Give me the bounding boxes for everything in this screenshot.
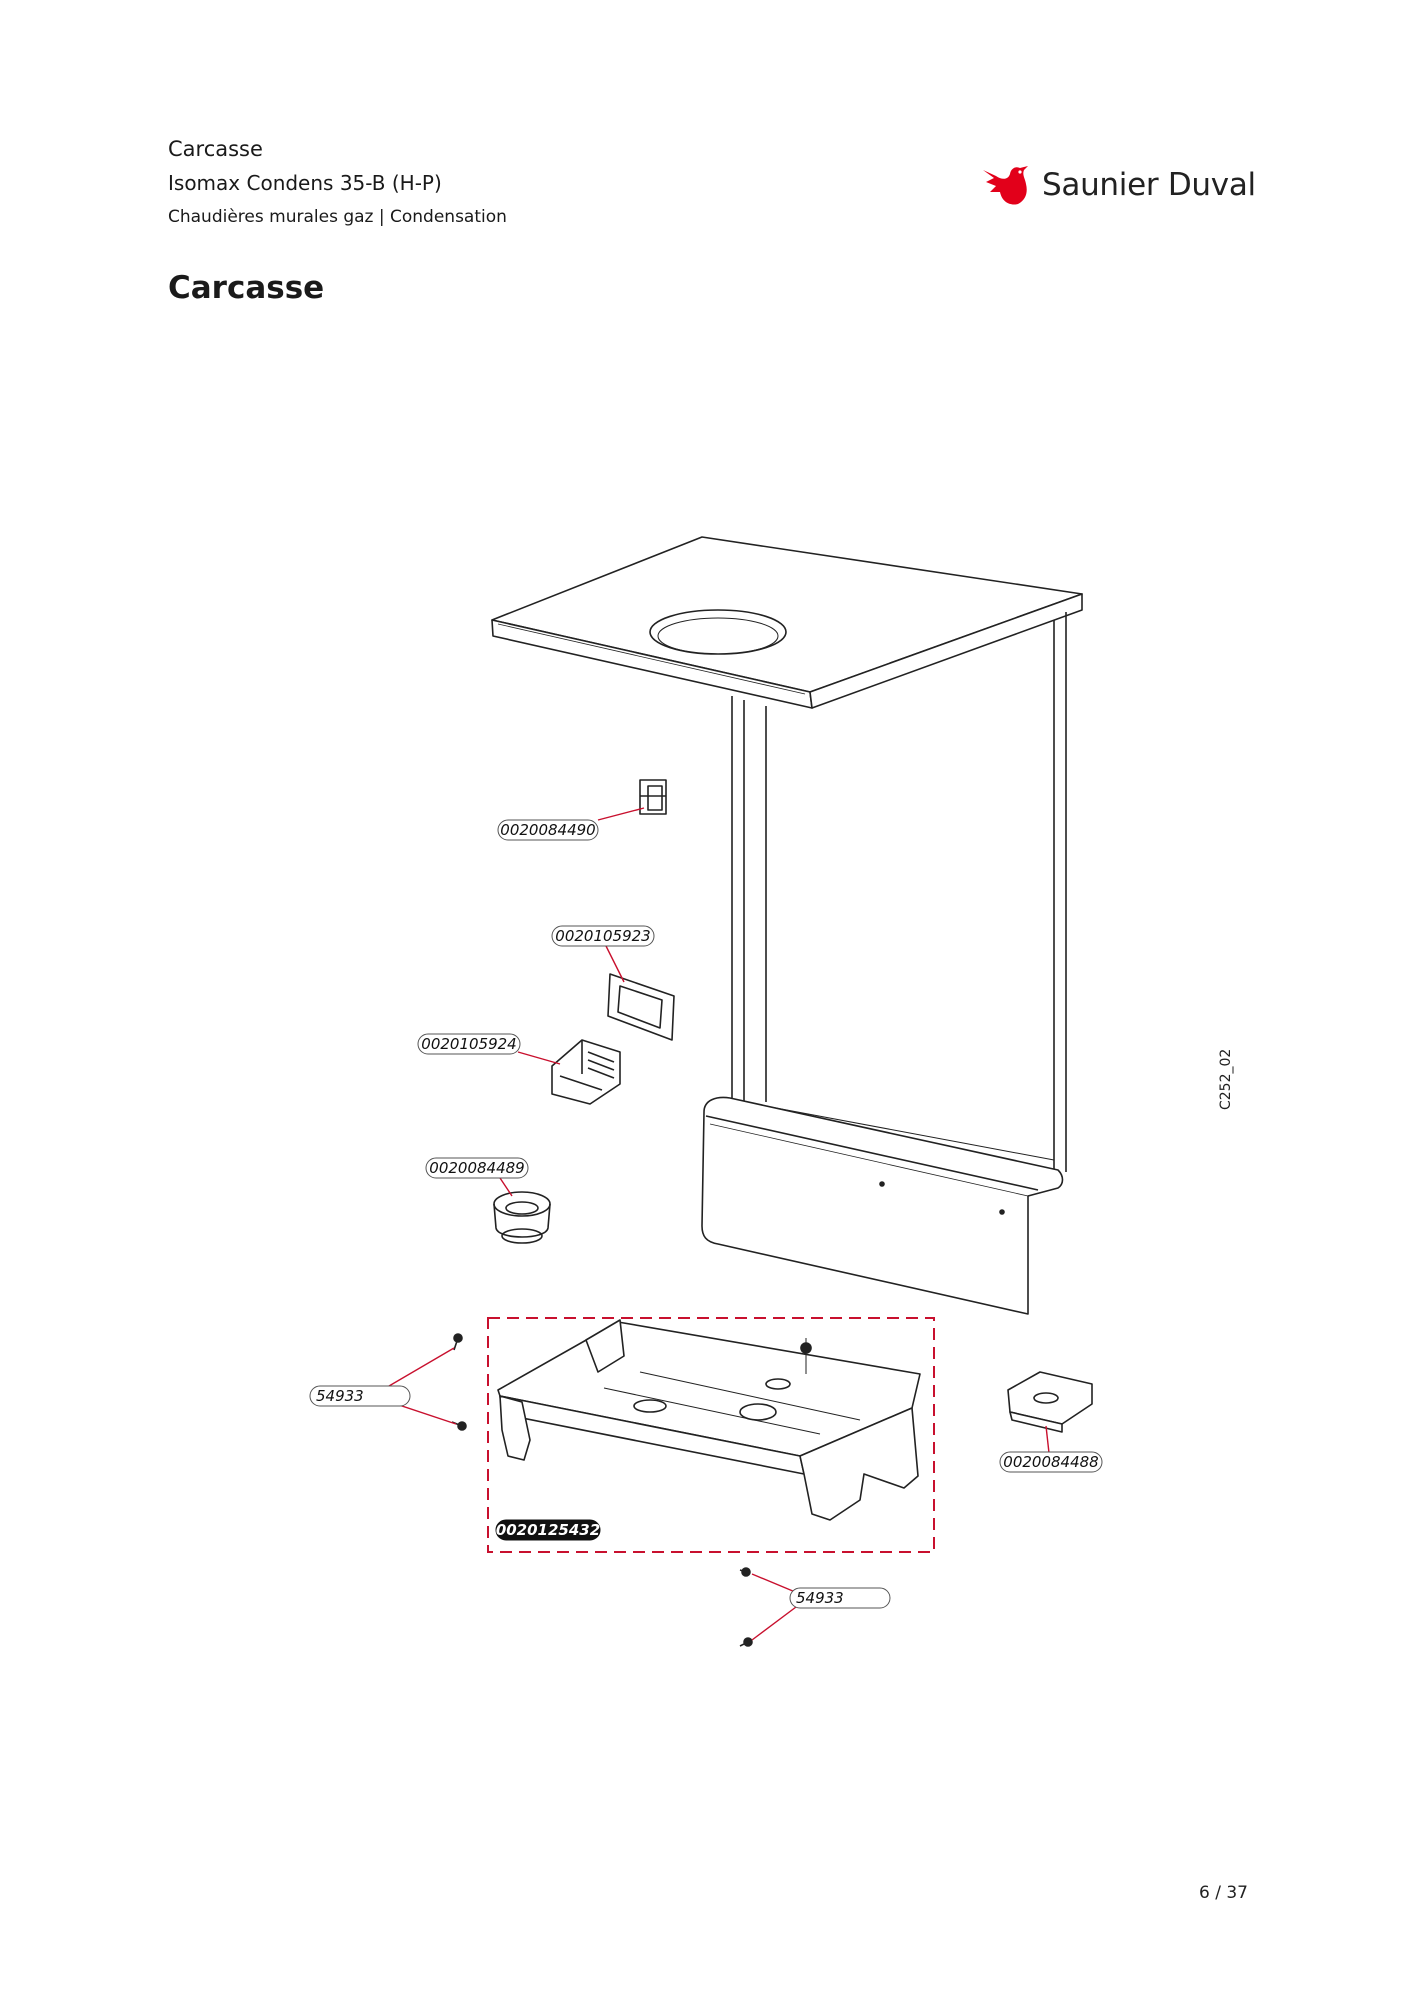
assembly-highlight-box (487, 1317, 935, 1553)
part-ref-0020084490: 0020084490 (500, 821, 595, 839)
cap-part (1007, 1371, 1093, 1433)
part-label-54933-bottom: 54933 (789, 1587, 891, 1609)
part-ref-54933-bottom: 54933 (796, 1589, 844, 1607)
part-label-0020084490: 0020084490 (497, 819, 599, 841)
bottom-front-panel (701, 1096, 1064, 1315)
header-section: Carcasse (168, 137, 263, 161)
page-number: 6 / 37 (1199, 1883, 1248, 1903)
part-ref-0020105923: 0020105923 (555, 927, 650, 945)
part-label-0020105924: 0020105924 (417, 1033, 521, 1055)
frame-part (607, 973, 675, 1041)
part-ref-54933-left: 54933 (316, 1387, 364, 1405)
part-label-0020105923: 0020105923 (551, 925, 655, 947)
part-label-0020125432: 0020125432 (495, 1519, 601, 1541)
connector-part (551, 1039, 621, 1105)
part-ref-0020084488: 0020084488 (1003, 1453, 1098, 1471)
part-ref-0020084489: 0020084489 (429, 1159, 524, 1177)
part-ref-0020125432: 0020125432 (496, 1521, 600, 1539)
page-title: Carcasse (168, 270, 325, 306)
clip-part (639, 779, 667, 815)
top-plate (491, 536, 1083, 709)
base-tray (497, 1319, 921, 1521)
header-model: Isomax Condens 35-B (H-P) (168, 171, 442, 195)
bird-icon (983, 166, 1028, 205)
grommet-part (493, 1191, 551, 1244)
part-label-54933-left: 54933 (309, 1385, 411, 1407)
part-label-0020084489: 0020084489 (425, 1157, 529, 1179)
diagram-code: C252_02 (1218, 1048, 1234, 1110)
brand-logo: Saunier Duval (980, 160, 1256, 210)
part-label-0020084488: 0020084488 (999, 1451, 1103, 1473)
brand-name: Saunier Duval (1042, 167, 1256, 203)
header-category: Chaudières murales gaz | Condensation (168, 207, 507, 227)
part-ref-0020105924: 0020105924 (421, 1035, 516, 1053)
screw-icons (451, 1333, 812, 1647)
